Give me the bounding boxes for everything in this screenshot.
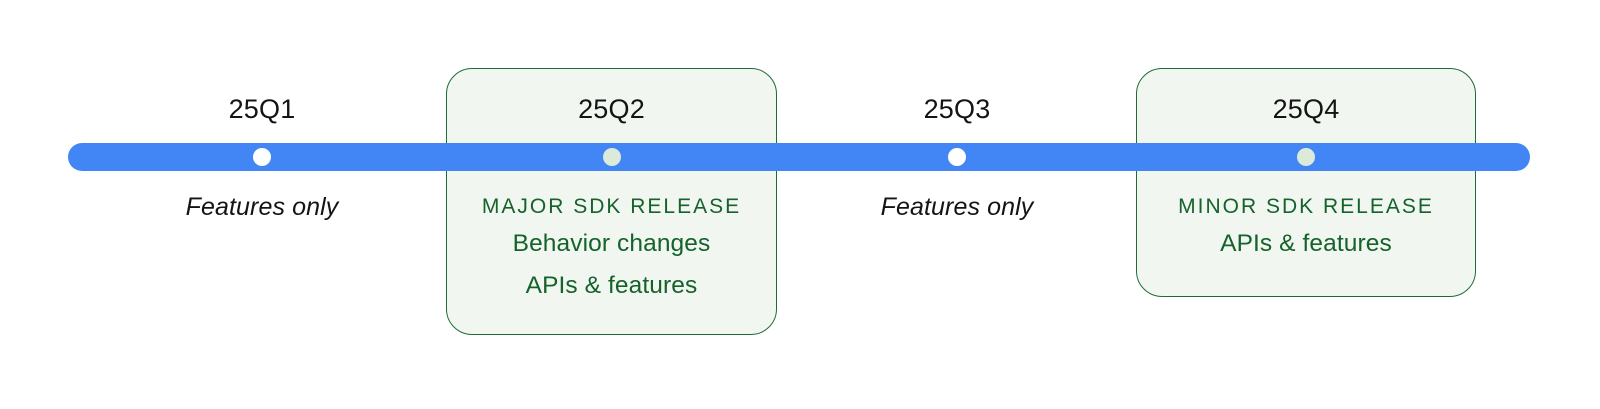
quarter-highlight-card-q2 — [446, 68, 777, 335]
release-detail-q2-1: APIs & features — [525, 272, 698, 299]
timeline-column-q1: 25Q1 Features only — [162, 0, 362, 409]
timeline-rail — [68, 143, 1530, 171]
timeline-column-q4: 25Q4 MINOR SDK RELEASE APIs & features — [1136, 0, 1476, 409]
quarter-label-q2: 25Q2 — [578, 94, 645, 124]
quarter-label-q1: 25Q1 — [228, 94, 296, 124]
timeline-column-q3: 25Q3 Features only — [857, 0, 1057, 409]
quarter-note-q1: Features only — [185, 193, 339, 221]
plain-dot-icon — [948, 148, 966, 166]
release-dot-icon — [1297, 148, 1315, 166]
release-detail-q2-0: Behavior changes — [512, 230, 711, 257]
release-type-label-q4: MINOR SDK RELEASE — [1178, 195, 1434, 218]
quarter-body-q4: MINOR SDK RELEASE APIs & features — [1136, 191, 1476, 265]
quarter-body-q2: MAJOR SDK RELEASE Behavior changes APIs … — [446, 191, 777, 307]
quarter-label-q3: 25Q3 — [923, 94, 991, 124]
release-detail-q4-0: APIs & features — [1220, 230, 1392, 257]
quarter-highlight-card-q4 — [1136, 68, 1476, 297]
quarter-label-q4: 25Q4 — [1272, 94, 1340, 124]
release-dot-icon — [602, 148, 621, 166]
release-type-label-q2: MAJOR SDK RELEASE — [481, 195, 742, 218]
timeline-column-q2: 25Q2 MAJOR SDK RELEASE Behavior changes … — [446, 0, 777, 409]
plain-dot-icon — [253, 148, 271, 166]
quarter-note-q3: Features only — [880, 193, 1034, 221]
